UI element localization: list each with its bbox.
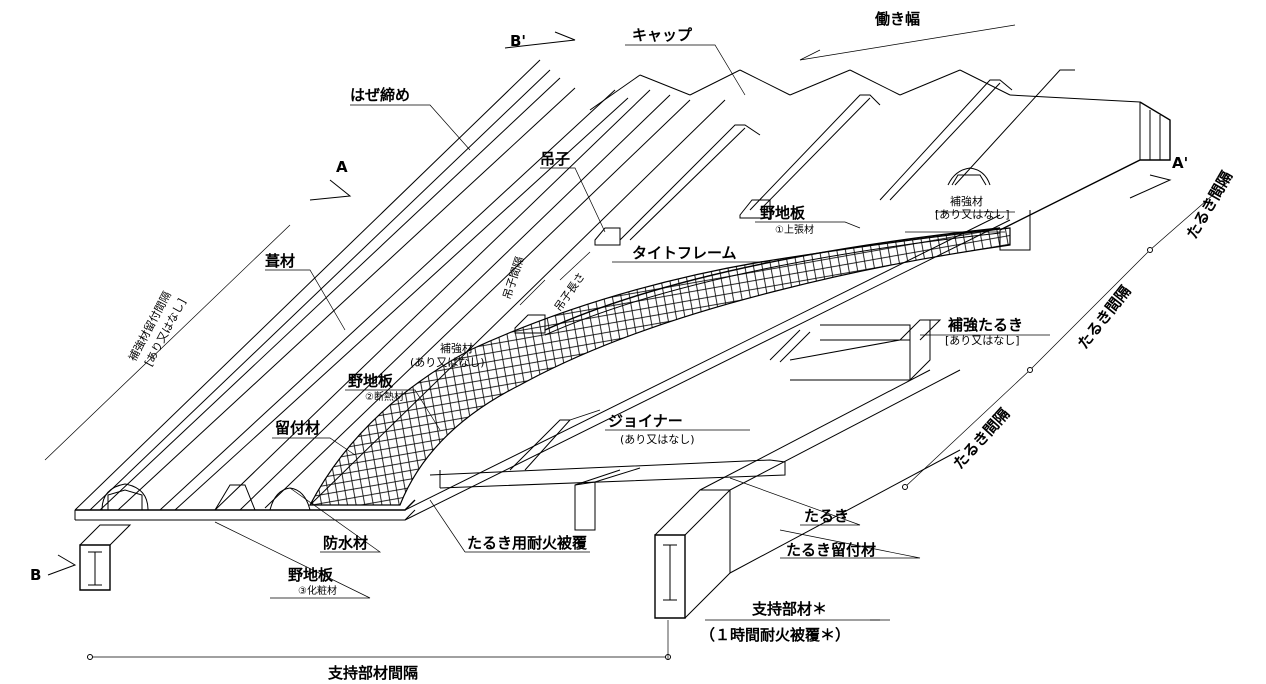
support-member-right	[654, 369, 961, 619]
roof-drawing	[44, 24, 1231, 660]
label-reinforcement-top: 補強材	[950, 194, 983, 208]
label-bousuizai: 防水材	[323, 534, 368, 552]
label-b: B	[30, 566, 41, 584]
tight-frame-bracket-1	[594, 227, 621, 246]
label-taruki-tometsuke: たるき留付材	[786, 541, 876, 559]
front-cap-left	[101, 483, 149, 511]
label-taruki-fireproof: たるき用耐火被覆	[467, 534, 588, 552]
label-support-spacing: 支持部材間隔	[327, 664, 418, 682]
support-member-left	[79, 524, 132, 591]
leader-lines	[214, 44, 1050, 621]
label-joiner: ジョイナー	[608, 412, 683, 430]
section-markers	[47, 31, 1172, 576]
label-nojiita-3: 野地板	[288, 566, 334, 584]
seam-ribs	[619, 69, 1075, 241]
label-nojiita-3-sub: ③化粧材	[298, 584, 337, 597]
label-hazejime: はぜ締め	[350, 86, 410, 104]
rafters	[429, 319, 942, 531]
insulation-board	[309, 227, 1011, 506]
front-cap-mid	[214, 484, 256, 511]
label-cap: キャップ	[632, 26, 693, 44]
label-aprime: A'	[1172, 154, 1188, 172]
label-reinf-taruki-note: [あり又はなし]	[945, 334, 1020, 347]
label-nojiita-1-sub: ①上張材	[775, 223, 814, 236]
label-nojiita-1: 野地板	[760, 204, 806, 222]
label-taruki: たるき	[804, 507, 849, 525]
roof-right-edge	[999, 101, 1171, 231]
label-tsuriko: 吊子	[540, 150, 570, 168]
label-nojiita-2-sub: ②断熱材	[365, 390, 404, 403]
label-support-fireproof: （１時間耐火被覆＊）	[700, 626, 850, 644]
dimension-lines	[44, 24, 1231, 660]
roof-front-edge	[74, 214, 1011, 521]
label-reinf-taruki: 補強たるき	[947, 316, 1023, 334]
label-nojiita-2: 野地板	[348, 372, 394, 390]
roof-panel-lines	[74, 59, 1141, 511]
tight-frame-arc	[544, 227, 1001, 331]
label-a: A	[336, 158, 348, 176]
label-joiner-note: (あり又はなし)	[620, 433, 695, 446]
label-fukizai: 葺材	[265, 252, 295, 270]
label-bprime: B'	[510, 32, 526, 50]
label-tometsuke: 留付材	[275, 419, 320, 437]
label-reinforcement-mid: 補強材	[440, 341, 473, 355]
label-reinforcement-mid-note: (あり又はなし)	[410, 356, 485, 369]
label-taruki-spacing-1: たるき間隔	[1183, 168, 1236, 242]
label-tight-frame: タイトフレーム	[632, 244, 737, 262]
top-cap	[947, 167, 991, 186]
label-support-member: 支持部材＊	[751, 600, 827, 618]
label-working-width: 働き幅	[874, 10, 920, 28]
label-reinforcement-top-note: [あり又はなし]	[935, 208, 1010, 221]
